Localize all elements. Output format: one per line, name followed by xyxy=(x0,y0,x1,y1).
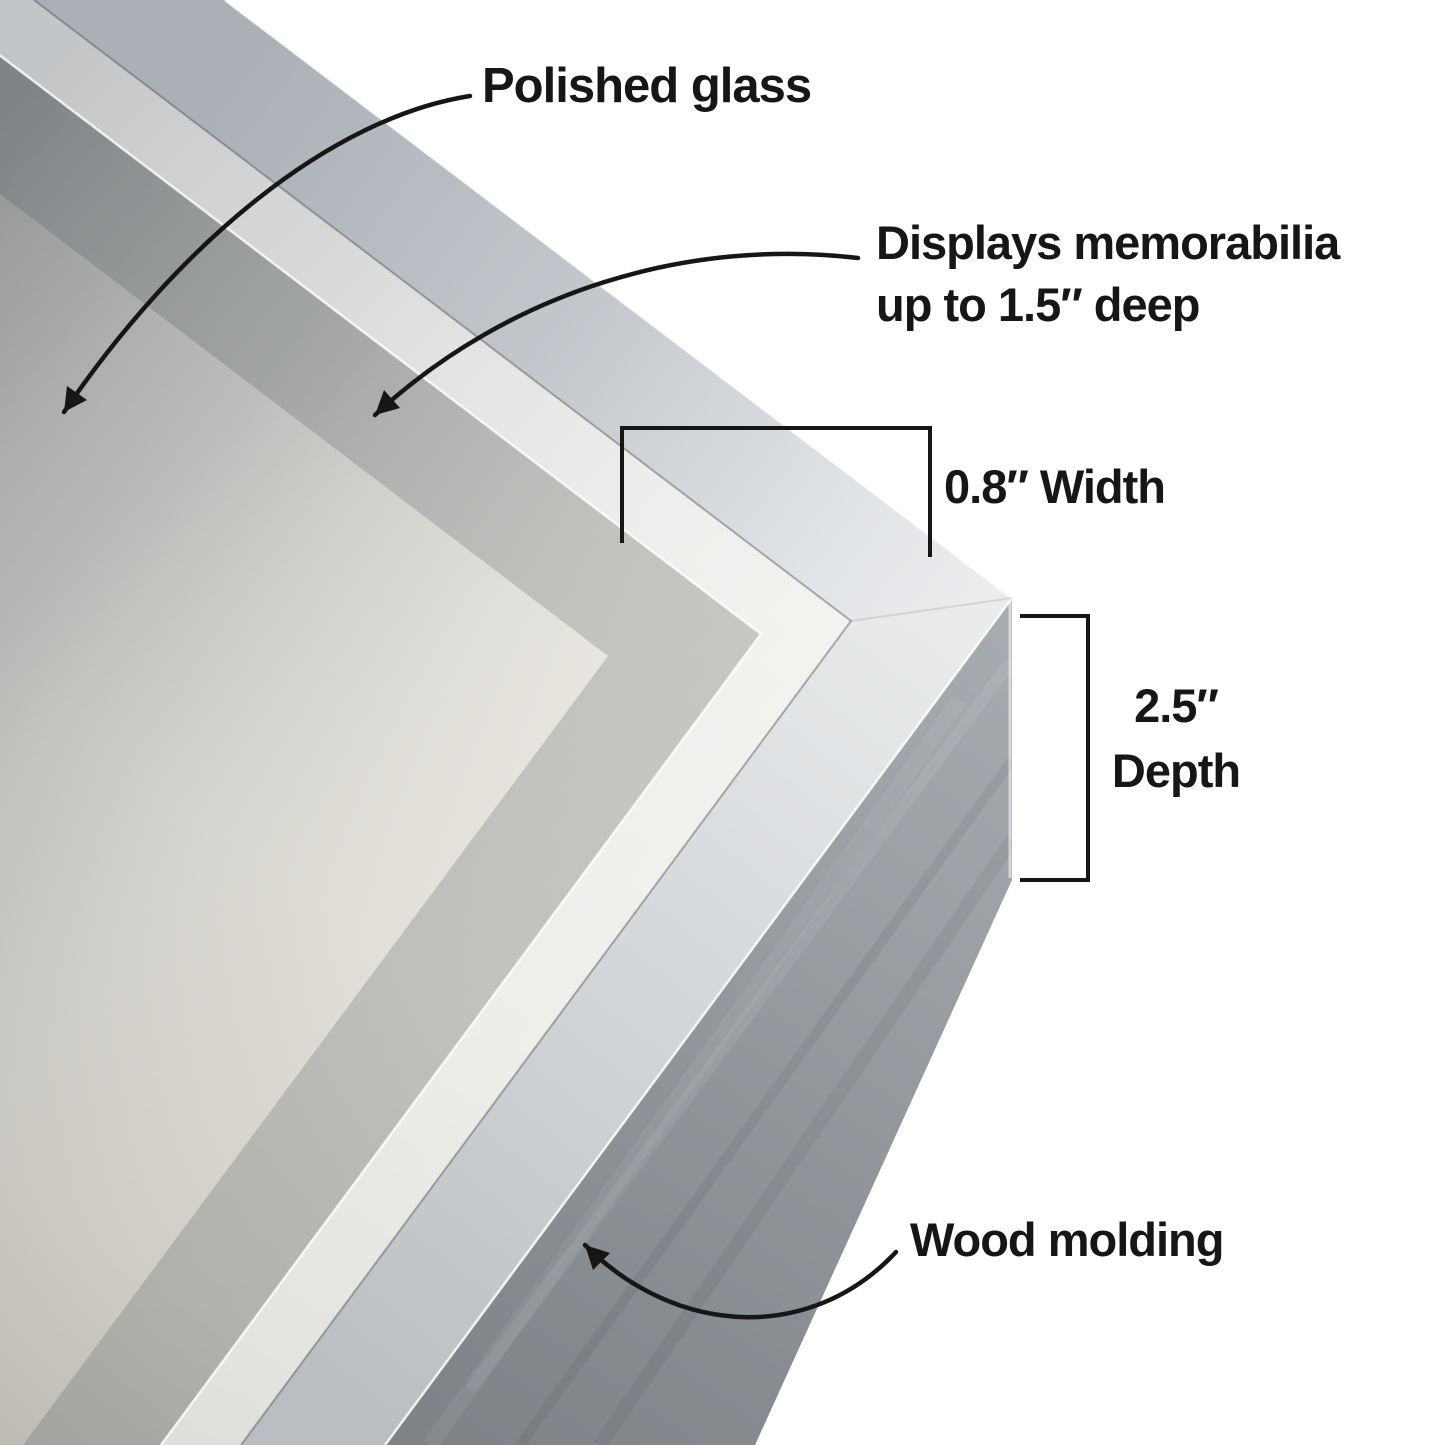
polished-glass-label: Polished glass xyxy=(482,59,812,113)
wood-grain-streaks xyxy=(423,656,1012,1445)
glass-edge-highlight xyxy=(0,0,851,1445)
wood-molding-label: Wood molding xyxy=(910,1213,1224,1266)
depth-dimension-bracket xyxy=(1020,614,1090,882)
wood-molding-arrow xyxy=(582,1242,899,1320)
frame-outer-edge-highlight xyxy=(224,0,1014,1445)
memorabilia-arrow xyxy=(372,251,861,418)
depth-dimension-label: 2.5″ Depth xyxy=(1096,674,1256,804)
memorabilia-arrowhead xyxy=(375,390,400,415)
polished-glass-arrowhead xyxy=(64,386,87,412)
glass-shadow-band xyxy=(0,55,761,1445)
width-dimension-bracket xyxy=(620,426,932,557)
frame-top-face-lower-arm xyxy=(241,598,1012,1445)
memorabilia-label-line2: up to 1.5″ deep xyxy=(876,278,1201,332)
wood-molding-arrowhead xyxy=(585,1245,610,1270)
memorabilia-label: Displays memorabilia up to 1.5″ deep xyxy=(876,212,1340,336)
width-dimension-label: 0.8″ Width xyxy=(944,460,1166,513)
polished-glass-arrow xyxy=(61,93,473,415)
memorabilia-label-line1: Displays memorabilia xyxy=(876,216,1340,269)
depth-dimension-value: 2.5″ xyxy=(1134,679,1219,732)
glass-tint-overlay xyxy=(0,0,851,1445)
frame-inner-edge-line xyxy=(33,0,853,1445)
depth-dimension-text: Depth xyxy=(1111,743,1241,797)
glass-edge-line xyxy=(0,0,761,1445)
frame-miter-seam xyxy=(850,597,1013,622)
frame-top-face-upper-arm xyxy=(34,0,1012,621)
